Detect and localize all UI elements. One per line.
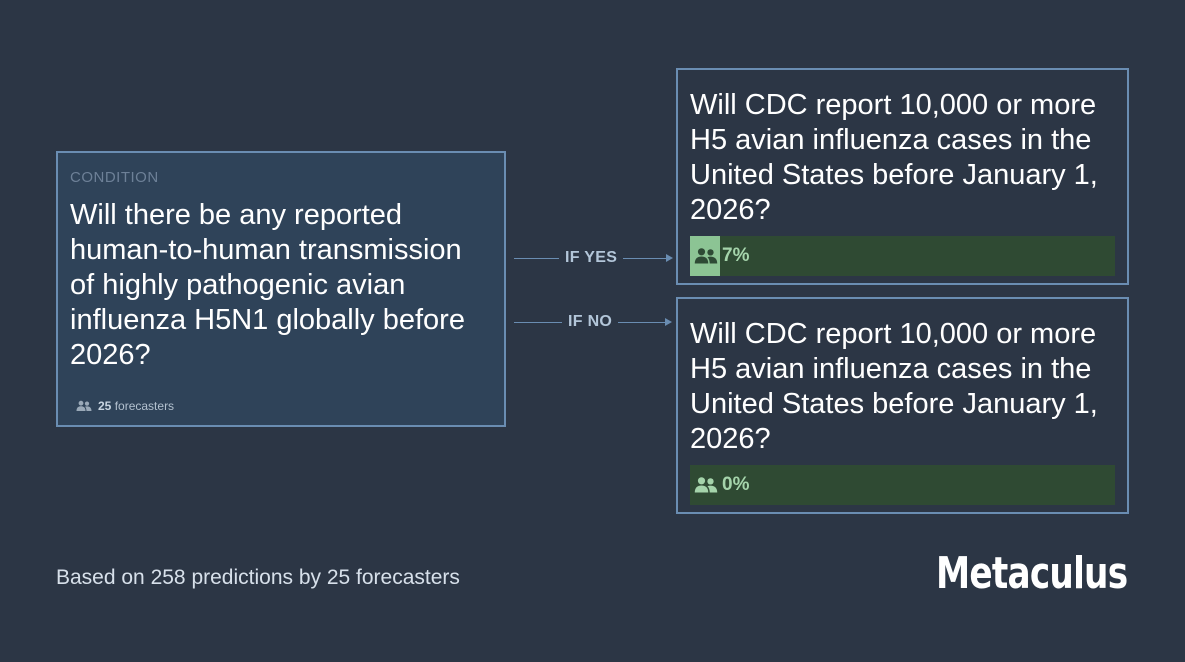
arrow-if-no: IF NO xyxy=(514,312,673,332)
metaculus-logo[interactable]: Metaculus xyxy=(935,548,1128,599)
probability-bar-if-yes: 7% xyxy=(690,236,1115,276)
outcome-card-if-no[interactable]: Will CDC report 10,000 or more H5 avian … xyxy=(676,297,1129,514)
condition-forecasters: 25 forecasters xyxy=(76,399,174,413)
condition-card[interactable]: CONDITION Will there be any reported hum… xyxy=(56,151,506,427)
probability-bar-if-no: 0% xyxy=(690,465,1115,505)
outcome-card-if-yes[interactable]: Will CDC report 10,000 or more H5 avian … xyxy=(676,68,1129,285)
people-icon xyxy=(694,477,718,493)
forecaster-count: 25 xyxy=(98,399,112,413)
arrow-if-no-label: IF NO xyxy=(568,313,613,330)
people-icon xyxy=(694,248,718,264)
arrow-if-yes-label: IF YES xyxy=(565,249,618,266)
probability-value-if-no: 0% xyxy=(722,474,750,495)
probability-fill-if-yes xyxy=(690,236,720,276)
condition-question: Will there be any reported human-to-huma… xyxy=(70,199,465,371)
condition-label: CONDITION xyxy=(70,169,159,186)
arrow-if-yes: IF YES xyxy=(514,248,674,268)
people-icon xyxy=(76,400,92,411)
forecaster-suffix: forecasters xyxy=(114,399,175,413)
probability-value-if-yes: 7% xyxy=(722,245,750,266)
outcome-question-if-no: Will CDC report 10,000 or more H5 avian … xyxy=(690,318,1098,455)
outcome-question-if-yes: Will CDC report 10,000 or more H5 avian … xyxy=(690,89,1098,226)
prediction-summary: Based on 258 predictions by 25 forecaste… xyxy=(56,566,460,589)
